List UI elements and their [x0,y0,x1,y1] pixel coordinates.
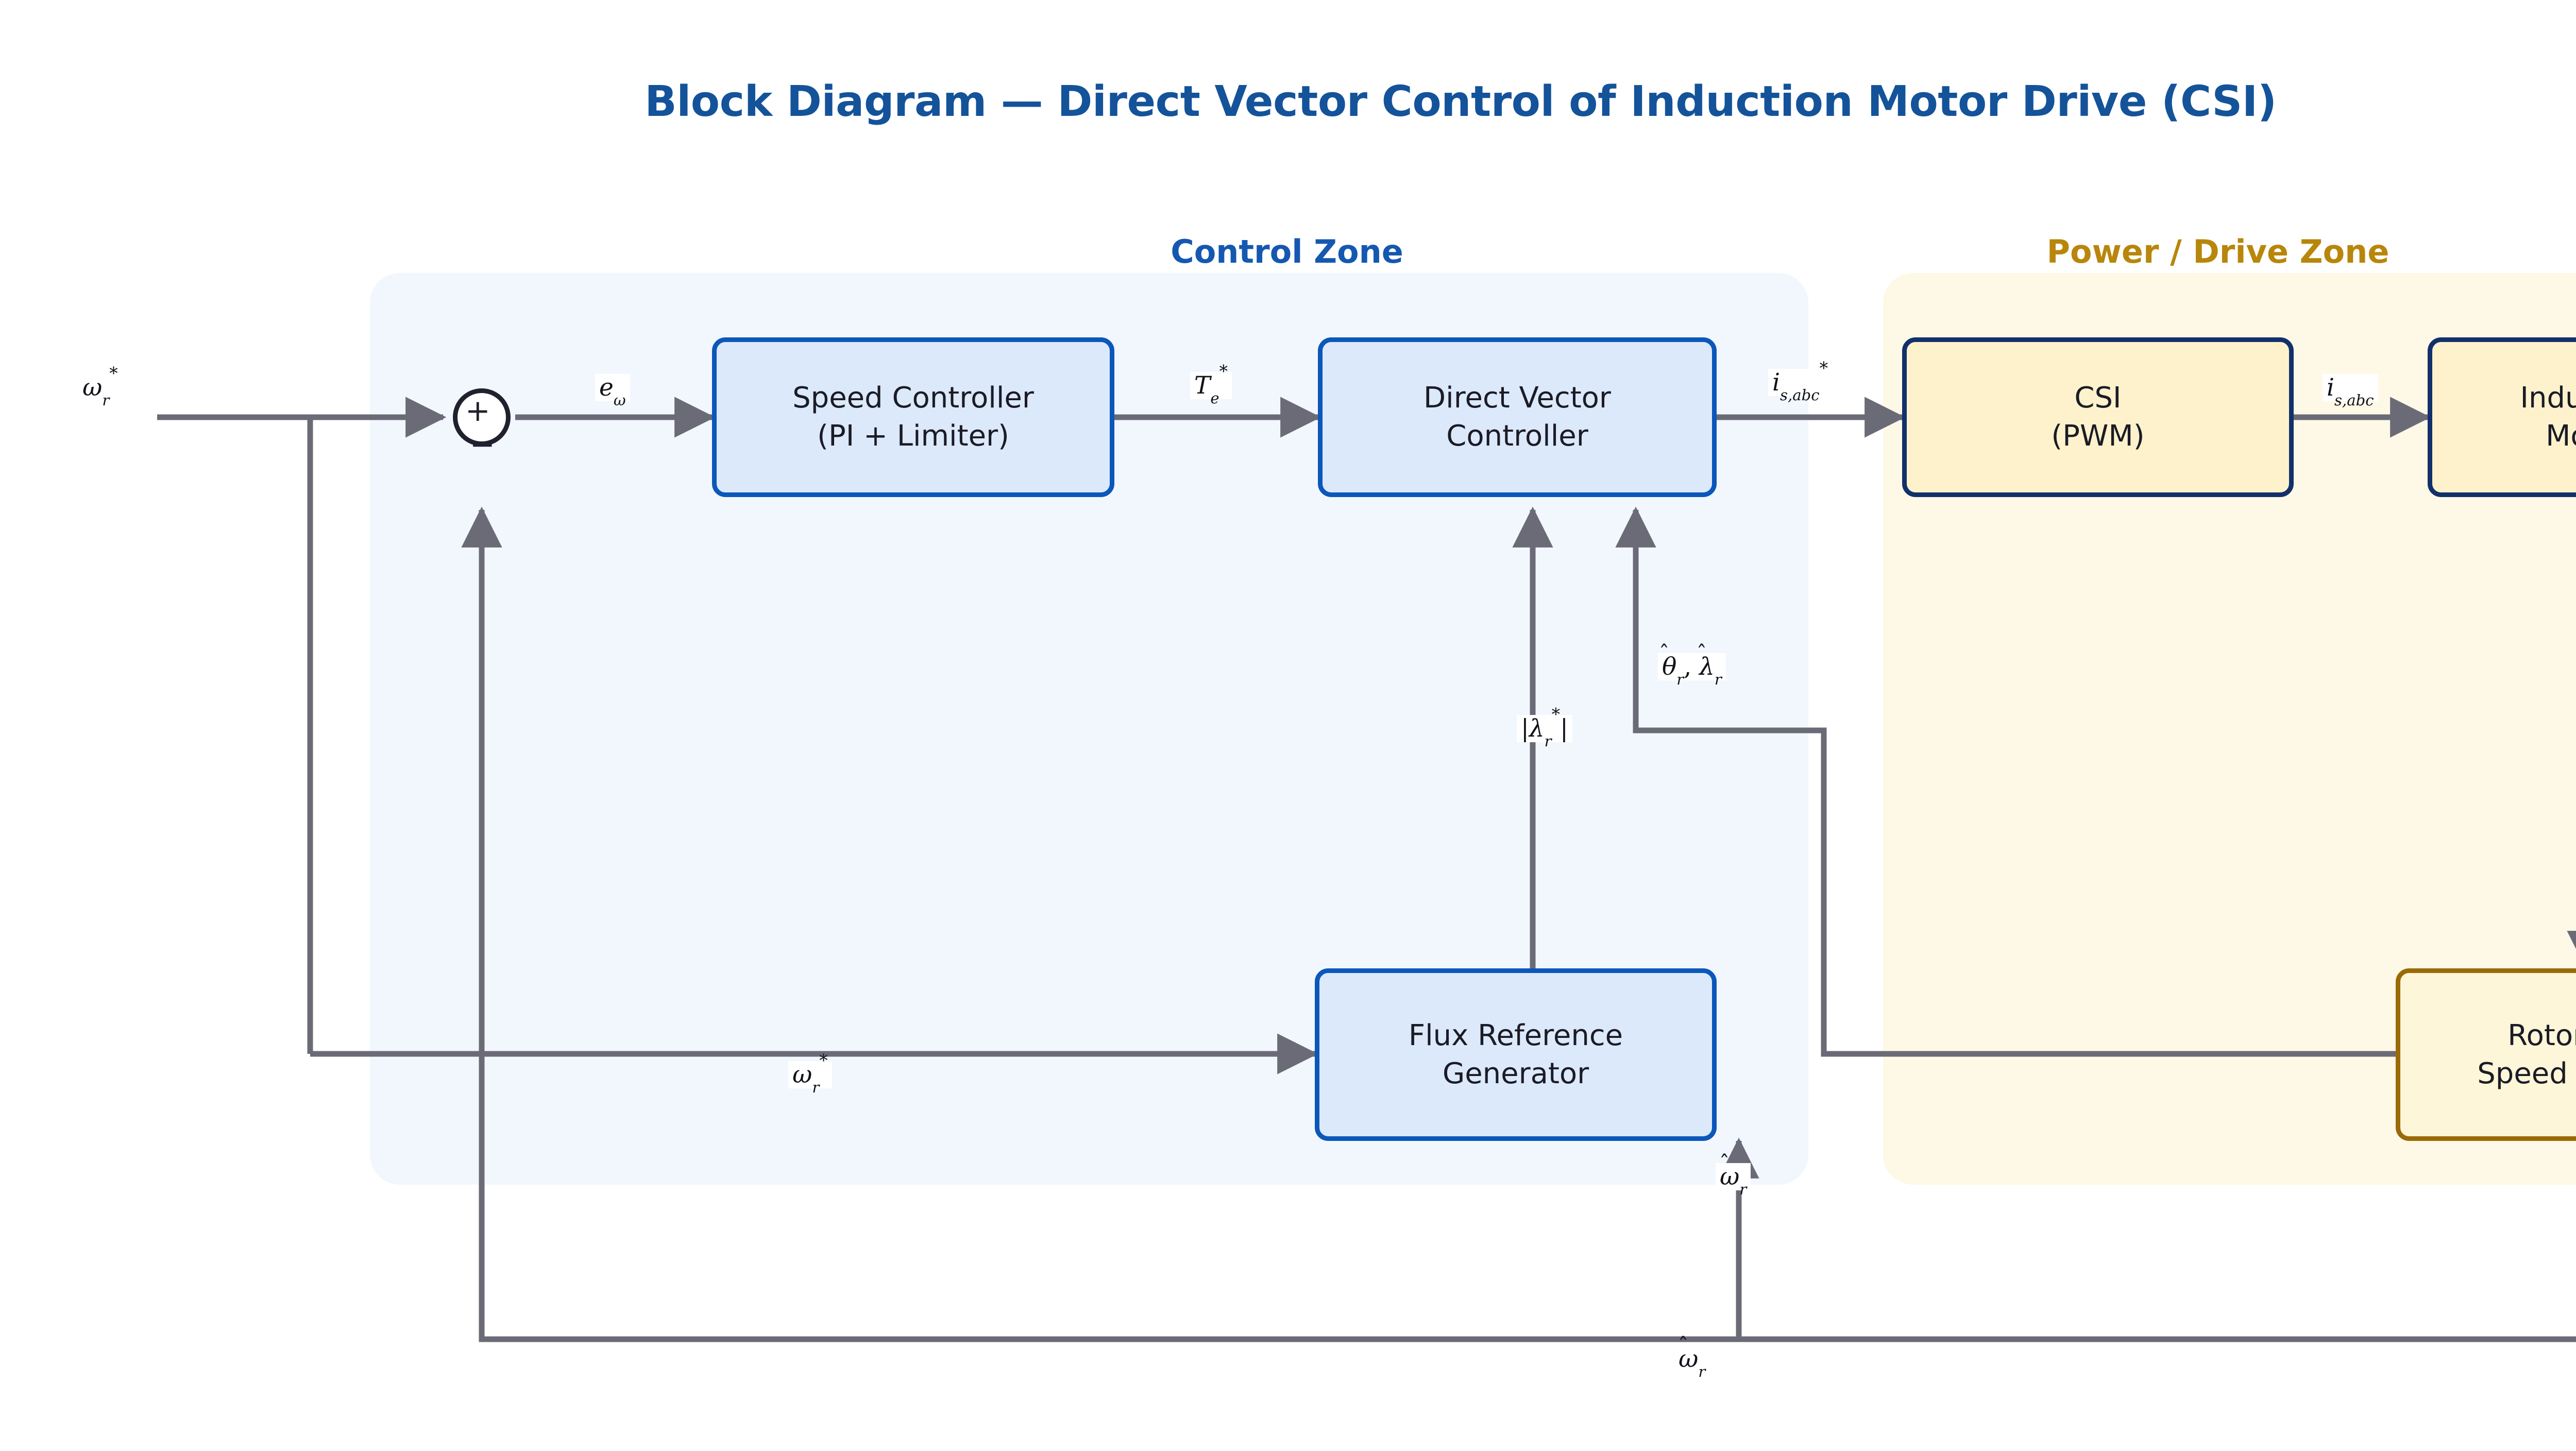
signal-speed-estimate-fluxgen: ̂ωr [1716,1163,1751,1197]
power-zone-label: Power / Drive Zone [2046,233,2389,270]
block-rotor-flux-speed-estimator[interactable]: Rotor Flux & Speed Estimator [2396,968,2576,1141]
block-flux-reference-generator-line2: Generator [1442,1056,1589,1090]
block-direct-vector-controller-line2: Controller [1446,419,1588,453]
wire-estimator-bottom-bus [461,506,2576,1342]
signal-speed-ref-input: ωr* [78,365,122,408]
diagram-title: Block Diagram — Direct Vector Control of… [645,77,2277,126]
signal-speed-ref-branch: ωr* [788,1052,832,1095]
block-csi-pwm-line2: (PWM) [2051,419,2145,453]
signal-torque-ref: Te* [1190,363,1232,406]
block-speed-controller-line2: (PI + Limiter) [817,419,1009,453]
signal-speed-error: eω [595,374,630,408]
wire-estimator-to-dvc [1615,506,2396,1057]
block-rotor-flux-speed-estimator-line1: Rotor Flux & [2507,1018,2576,1052]
power-zone-panel [1883,273,2576,1185]
block-flux-reference-generator-line1: Flux Reference [1408,1018,1623,1052]
signal-stator-current-ref: is,abc* [1768,360,1833,403]
summing-junction-minus: − [470,427,495,462]
summing-junction[interactable] [453,388,511,446]
block-induction-motor-line2: Motor [2546,419,2576,453]
signal-speed-estimate-sum: ̂ωr [1674,1345,1710,1379]
block-csi-pwm-line1: CSI [2074,381,2122,415]
block-induction-motor-line1: Induction [2520,381,2576,415]
block-flux-reference-generator[interactable]: Flux Reference Generator [1315,968,1717,1141]
block-speed-controller[interactable]: Speed Controller (PI + Limiter) [712,337,1114,497]
signal-stator-current: is,abc [2323,374,2378,408]
block-direct-vector-controller[interactable]: Direct Vector Controller [1318,337,1717,497]
block-speed-controller-line1: Speed Controller [792,381,1034,415]
signal-flux-ref-magnitude: |λr*| [1517,706,1572,749]
block-direct-vector-controller-line1: Direct Vector [1423,381,1611,415]
signal-flux-angle-estimate: ̂θr, ̂λr [1658,653,1726,687]
summing-junction-plus: + [465,393,490,428]
control-zone-panel [370,273,1808,1185]
control-zone-label: Control Zone [1171,233,1403,270]
block-csi-pwm[interactable]: CSI (PWM) [1902,337,2294,497]
block-rotor-flux-speed-estimator-line2: Speed Estimator [2477,1056,2576,1090]
block-induction-motor[interactable]: Induction Motor [2428,337,2576,497]
